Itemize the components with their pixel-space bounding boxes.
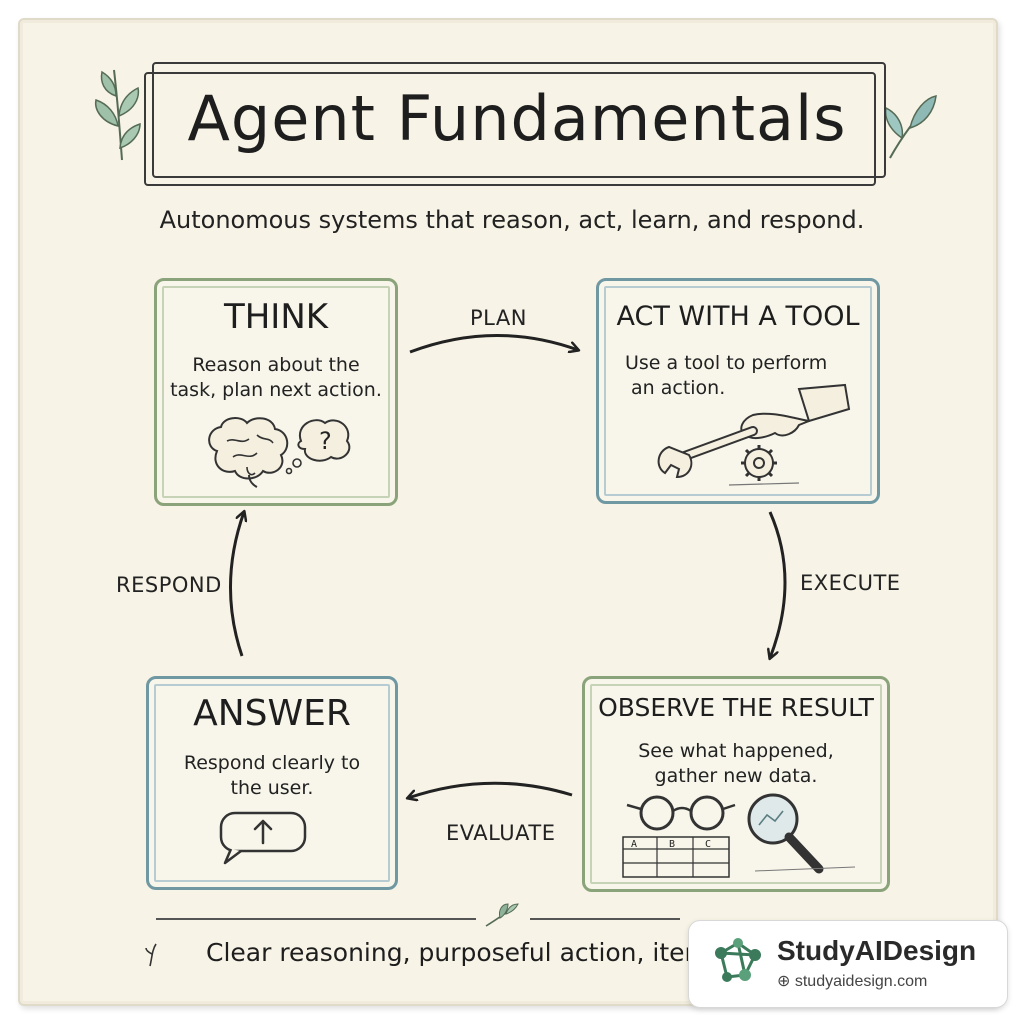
- observe-node: OBSERVE THE RESULT See what happened, ga…: [582, 676, 890, 892]
- answer-title: ANSWER: [193, 693, 351, 734]
- act-title: ACT WITH A TOOL: [616, 301, 860, 332]
- execute-label: EXECUTE: [800, 571, 901, 595]
- footer-sprout-icon: [145, 943, 157, 967]
- footer-divider-right: [530, 918, 680, 920]
- evaluate-label: EVALUATE: [446, 821, 556, 845]
- act-description: Use a tool to perform an action.: [625, 352, 828, 399]
- globe-icon: ⊕: [777, 973, 791, 990]
- svg-text:?: ?: [319, 427, 332, 455]
- table-header-c: C: [705, 839, 711, 850]
- page-subtitle: Autonomous systems that reason, act, lea…: [159, 206, 865, 234]
- watermark-brand: StudyAIDesign: [777, 935, 977, 966]
- footer-leaf-icon: [485, 903, 519, 927]
- observe-title: OBSERVE THE RESULT: [598, 693, 874, 722]
- page-title: Agent Fundamentals: [187, 81, 847, 155]
- plan-label: PLAN: [470, 306, 527, 330]
- watermark-badge: StudyAIDesign ⊕ studyaidesign.com: [688, 920, 1008, 1008]
- footer-divider-left: [156, 918, 476, 920]
- glasses-magnifier-icon: A B C: [622, 793, 856, 878]
- act-node: ACT WITH A TOOL Use a tool to perform an…: [596, 278, 880, 504]
- think-node: THINK Reason about the task, plan next a…: [154, 278, 398, 506]
- respond-label: RESPOND: [116, 573, 222, 597]
- left-leaf-sprig-icon: [94, 69, 141, 161]
- table-header-a: A: [631, 839, 637, 850]
- answer-description: Respond clearly to the user.: [183, 752, 361, 799]
- answer-node: ANSWER Respond clearly to the user.: [146, 676, 398, 890]
- watermark-url: ⊕ studyaidesign.com: [777, 973, 928, 990]
- think-title: THINK: [223, 297, 329, 337]
- watermark-logo-icon: [715, 938, 761, 982]
- observe-description: See what happened, gather new data.: [638, 740, 834, 787]
- wrench-gear-icon: [657, 383, 851, 486]
- data-table-icon: A B C: [622, 836, 730, 878]
- brain-icon: ?: [208, 417, 351, 488]
- speech-bubble-arrow-icon: [219, 811, 307, 865]
- think-description: Reason about the task, plan next action.: [170, 354, 382, 401]
- table-header-b: B: [669, 839, 675, 850]
- right-leaf-sprig-icon: [884, 95, 937, 159]
